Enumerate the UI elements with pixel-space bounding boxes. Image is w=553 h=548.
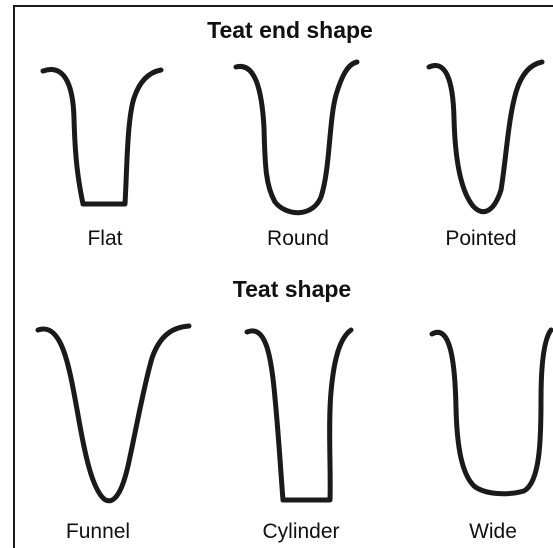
funnel-label: Funnel (66, 520, 130, 543)
wide-label: Wide (469, 520, 517, 543)
flat-teat-end-icon (43, 70, 161, 204)
teat-heading: Teat shape (233, 276, 351, 302)
flat-label: Flat (87, 227, 122, 250)
pointed-label: Pointed (445, 227, 516, 250)
cylinder-teat-icon (247, 330, 351, 500)
cylinder-label: Cylinder (262, 520, 339, 543)
teat-end-heading: Teat end shape (207, 17, 373, 43)
round-teat-end-icon (236, 62, 357, 213)
funnel-teat-icon (38, 326, 189, 501)
round-label: Round (267, 227, 329, 250)
pointed-teat-end-icon (429, 62, 542, 212)
wide-teat-icon (432, 330, 551, 494)
